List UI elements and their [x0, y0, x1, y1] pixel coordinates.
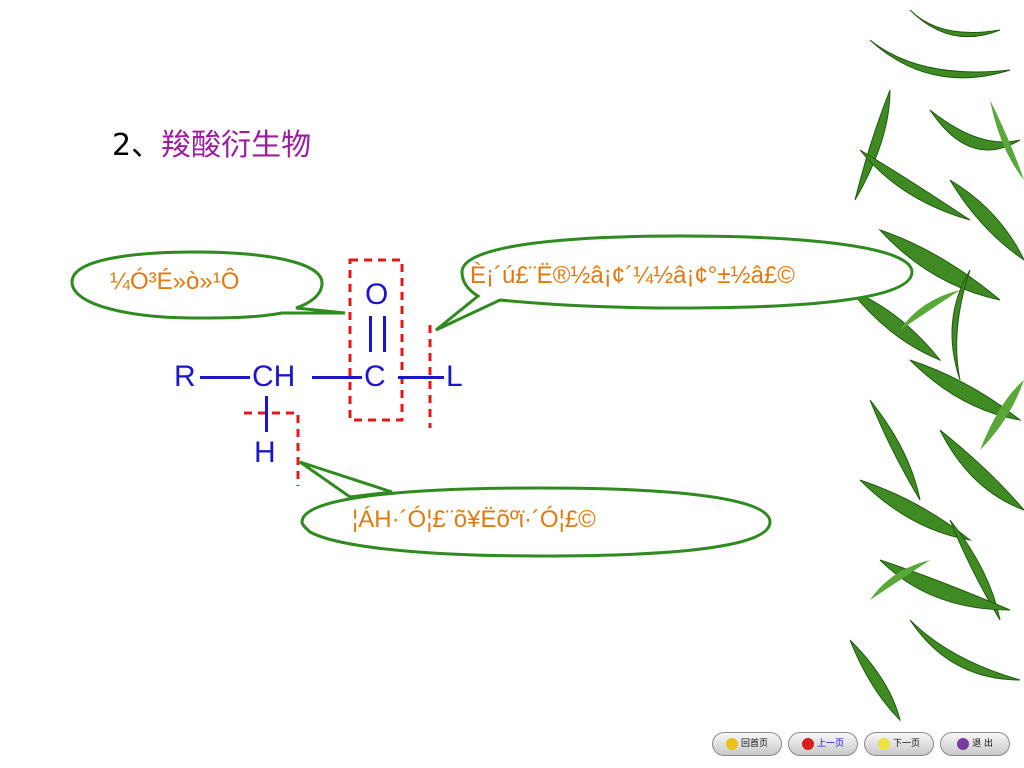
slide-title: 2、羧酸衍生物 — [112, 120, 311, 164]
atom-h: H — [254, 436, 276, 469]
atom-o: O — [365, 278, 389, 311]
bond-c-l — [398, 376, 444, 379]
apple-icon — [801, 737, 814, 750]
bond-ch-h — [265, 396, 268, 432]
atom-ch: CH — [252, 360, 296, 393]
exit-label: 退 出 — [972, 739, 993, 749]
home-label: 回首页 — [740, 739, 768, 749]
callout-right-text: È¡´ú£¨Ë®½â¡¢´¼½â¡¢°±½â£© — [470, 262, 795, 289]
alpha-h-dashed-corner — [244, 411, 300, 486]
atom-c: C — [364, 360, 386, 393]
prev-page-label: 上一页 — [816, 739, 844, 749]
lemon-icon — [877, 737, 890, 750]
next-page-button[interactable]: 下一页 — [864, 732, 934, 756]
atom-r: R — [174, 360, 196, 393]
bond-ch-c — [312, 376, 362, 379]
callout-left-bubble — [70, 250, 346, 320]
title-prefix: 2、 — [112, 128, 162, 163]
atom-l: L — [446, 360, 463, 393]
callout-right-bubble — [435, 234, 914, 332]
callout-left-text: ¼Ó³É»ò»¹Ô­ — [110, 268, 240, 295]
grape-icon — [957, 737, 970, 750]
title-main: 羧酸衍生物 — [161, 128, 312, 163]
next-page-label: 下一页 — [892, 739, 920, 749]
double-bond-line-1 — [369, 316, 372, 352]
slide-navigation: 回首页 上一页 下一页 退 出 — [712, 732, 1024, 758]
exit-button[interactable]: 退 出 — [940, 732, 1010, 756]
bamboo-leaves-decoration — [850, 9, 1024, 722]
home-icon — [725, 737, 738, 750]
home-button[interactable]: 回首页 — [712, 732, 782, 756]
double-bond-line-2 — [383, 316, 386, 352]
callout-bottom-text: ¦Á­H·´Ó¦£¨õ¥Ëõºϊ·´Ó¦£© — [352, 506, 596, 533]
carbonyl-dashed-box — [348, 258, 404, 422]
bond-r-ch — [200, 376, 250, 379]
prev-page-button[interactable]: 上一页 — [788, 732, 858, 756]
callout-bottom-bubble — [299, 460, 772, 558]
